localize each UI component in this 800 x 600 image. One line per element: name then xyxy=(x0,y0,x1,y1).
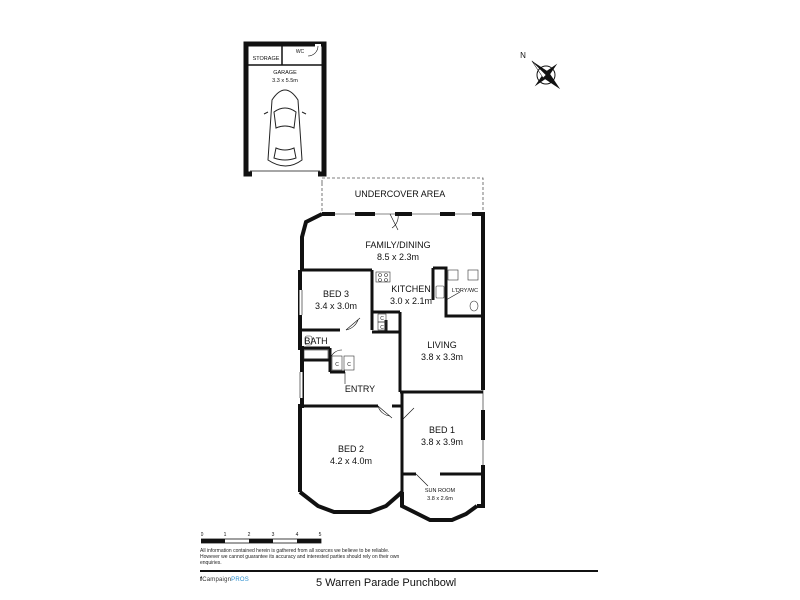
undercover-area xyxy=(321,177,484,214)
living-label: LIVING xyxy=(427,340,457,350)
brand-main: Campaign xyxy=(202,577,232,583)
brand-suffix: PROS xyxy=(231,577,249,583)
north-label: N xyxy=(520,51,526,60)
cupboard-label: C xyxy=(380,325,384,331)
bath-label: BATH xyxy=(304,336,327,346)
brand-logo: fCampaignPROS xyxy=(200,577,249,583)
scale-tick: 4 xyxy=(296,532,299,538)
window-lines xyxy=(299,213,484,465)
laundry-label: L'DRY/WC xyxy=(452,288,478,294)
storage-label: STORAGE xyxy=(253,56,280,62)
living-dims: 3.8 x 3.3m xyxy=(421,352,463,362)
garage-dims: 3.3 x 5.5m xyxy=(272,78,298,84)
undercover-label: UNDERCOVER AREA xyxy=(355,189,446,199)
scale-tick: 5 xyxy=(319,532,322,538)
sunroom-label: SUN ROOM xyxy=(425,488,456,494)
footer-divider xyxy=(200,570,598,572)
scale-tick: 1 xyxy=(224,532,227,538)
kitchen-label: KITCHEN xyxy=(391,284,431,294)
sunroom-dims: 3.8 x 2.6m xyxy=(427,496,453,502)
property-address: 5 Warren Parade Punchbowl xyxy=(316,577,457,589)
bed1-dims: 3.8 x 3.9m xyxy=(421,437,463,447)
cupboard-label: C xyxy=(380,316,384,322)
bed1-label: BED 1 xyxy=(429,425,455,435)
kitchen-dims: 3.0 x 2.1m xyxy=(390,296,432,306)
entry-label: ENTRY xyxy=(345,384,375,394)
garage-structure xyxy=(243,41,327,177)
family-dining-label: FAMILY/DINING xyxy=(365,240,430,250)
scale-tick: 2 xyxy=(248,532,251,538)
bed2-label: BED 2 xyxy=(338,444,364,454)
scale-bar: 0 1 2 3 4 5 xyxy=(201,532,322,544)
door-swings xyxy=(329,213,461,487)
cupboard-label: C xyxy=(347,362,351,368)
garage-label: GARAGE xyxy=(273,70,297,76)
bed3-dims: 3.4 x 3.0m xyxy=(315,301,357,311)
internal-walls xyxy=(300,266,483,492)
bed3-label: BED 3 xyxy=(323,289,349,299)
cupboard-label: C xyxy=(335,362,339,368)
scale-tick: 3 xyxy=(272,532,275,538)
compass-icon xyxy=(531,60,561,90)
bed2-dims: 4.2 x 4.0m xyxy=(330,456,372,466)
garage-wc-label: WC xyxy=(296,49,305,55)
car-icon xyxy=(263,89,307,167)
brand-prefix: f xyxy=(200,577,203,583)
scale-tick: 0 xyxy=(201,532,204,538)
family-dining-dims: 8.5 x 2.3m xyxy=(377,252,419,262)
fixtures xyxy=(303,269,479,371)
disclaimer-text: All information contained herein is gath… xyxy=(200,548,400,567)
